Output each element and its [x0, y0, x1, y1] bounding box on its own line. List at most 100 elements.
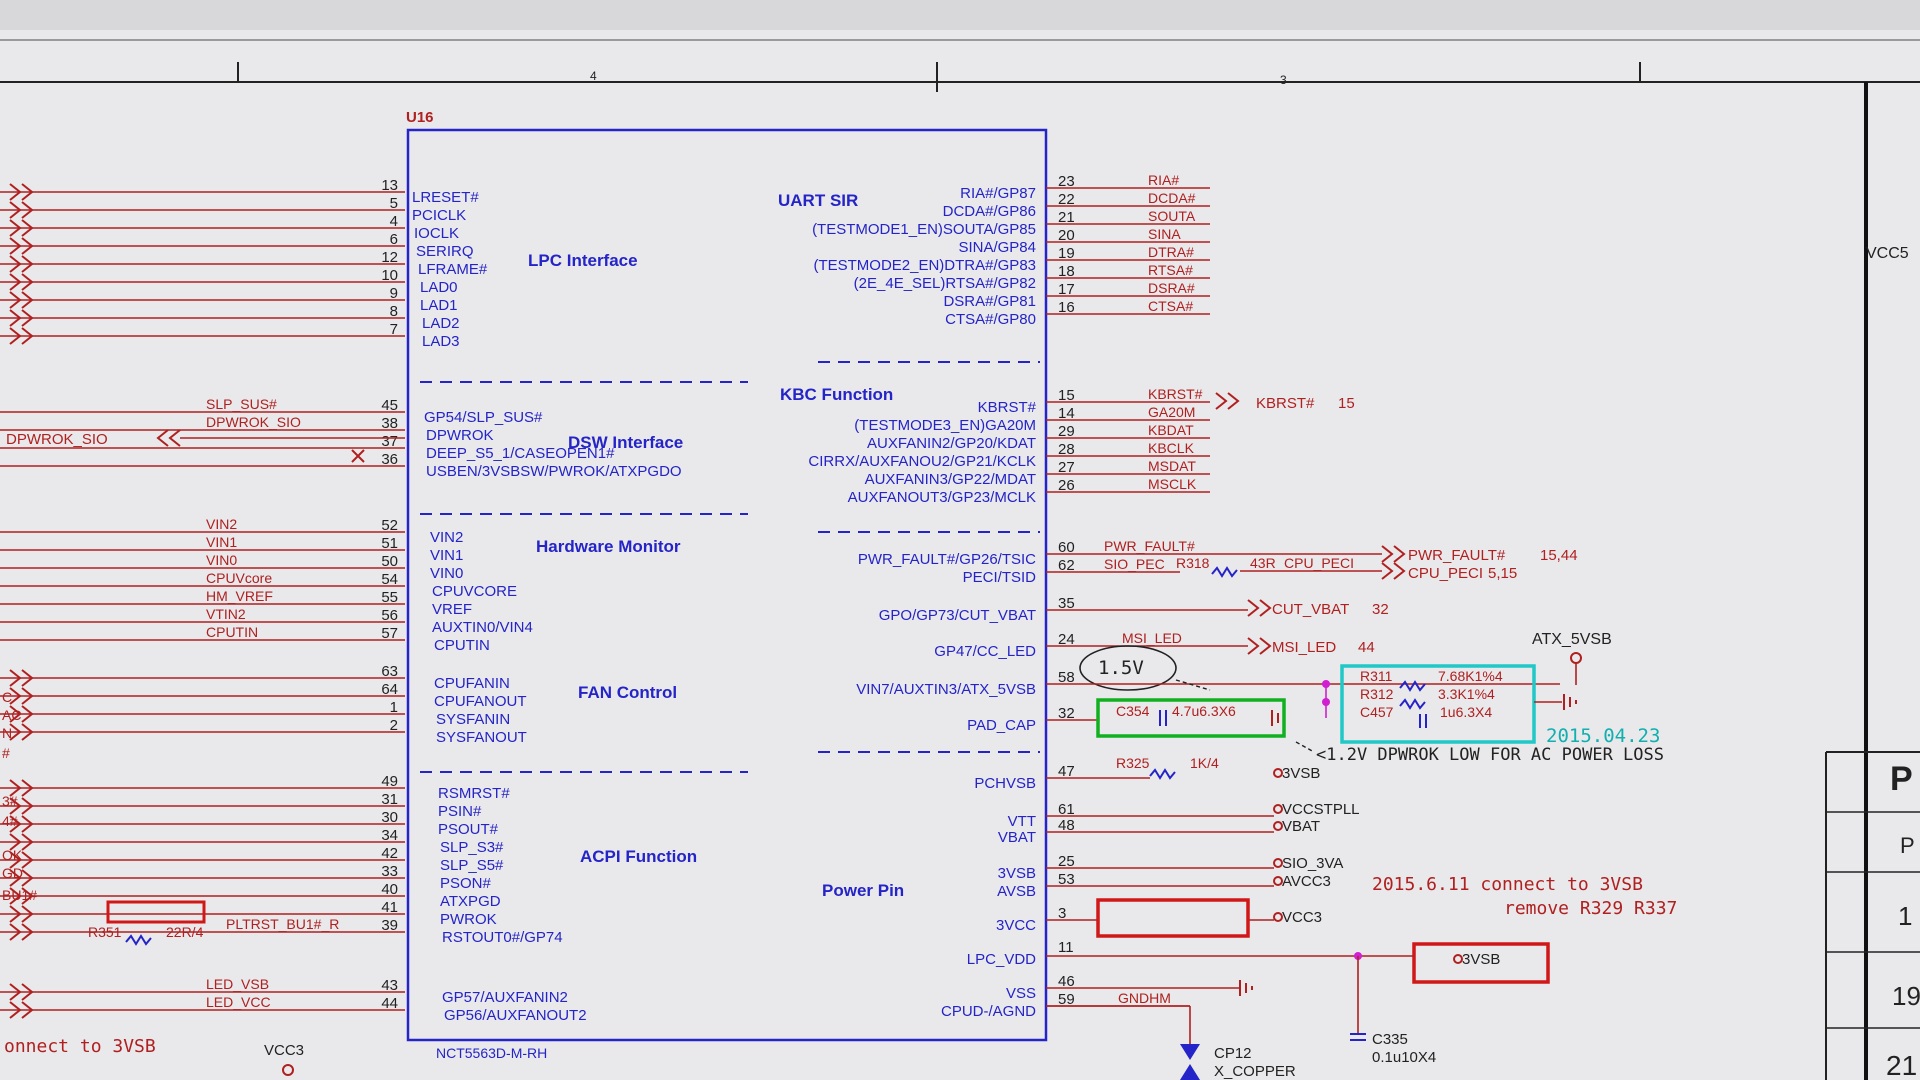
pin-number: 4: [390, 213, 398, 230]
chip-part: NCT5563D-M-RH: [436, 1045, 547, 1061]
screen-top-band: [0, 0, 1920, 30]
net-avcc3: AVCC3: [1282, 873, 1331, 890]
r311-ref: R311: [1360, 668, 1393, 684]
atx-5vsb-label: ATX_5VSB: [1532, 631, 1612, 648]
pin-name: (TESTMODE2_EN)DTRA#/GP83: [813, 257, 1036, 274]
pin-number: 19: [1058, 245, 1075, 262]
resistor-icon: [125, 934, 152, 946]
copper-jumper-icon: [1180, 1044, 1200, 1080]
chip-outline: [406, 128, 1048, 1042]
resistor-icon: [1211, 566, 1238, 578]
pin-number: 31: [381, 791, 398, 808]
note-remove: remove R329 R337: [1504, 898, 1677, 919]
ground-icon: [1563, 694, 1577, 710]
kbrst-arrow-icon: [1215, 392, 1240, 410]
c457-ref: C457: [1360, 704, 1394, 720]
resistor-icon: [1149, 768, 1176, 780]
peci-offpage: CPU_PECI: [1408, 565, 1483, 582]
connector-arrow-icon: [9, 291, 34, 309]
note-leader: [1295, 741, 1315, 753]
pin-number: 46: [1058, 973, 1075, 990]
note-leader: [1175, 679, 1211, 691]
block-lpc: LPC Interface: [528, 251, 638, 270]
block-uart: UART SIR: [778, 191, 858, 210]
msiled-arrow-icon: [1247, 637, 1272, 655]
connector-arrow-icon: [9, 255, 34, 273]
pin-number: 51: [381, 535, 398, 552]
capacitor-icon: [1159, 710, 1167, 726]
resistor-icon: [1399, 698, 1426, 710]
pin-number: 25: [1058, 853, 1075, 870]
pin-name: LAD2: [422, 315, 460, 332]
connector-arrow-icon: [9, 851, 34, 869]
connector-arrow-icon: [9, 309, 34, 327]
pin-name: PCHVSB: [974, 775, 1036, 792]
edge-label: OK: [2, 847, 23, 863]
cutvbat-pages: 32: [1372, 601, 1389, 618]
net-label: CPUVcore: [206, 570, 272, 586]
r312-ref: R312: [1360, 686, 1394, 702]
chip-dividers: [420, 361, 1040, 773]
net-label: VIN2: [206, 516, 237, 532]
net-label: VTIN2: [206, 606, 246, 622]
pin-name: VSS: [1006, 985, 1036, 1002]
pin-name: RSMRST#: [438, 785, 510, 802]
c335-value: 0.1u10X4: [1372, 1049, 1436, 1066]
pin-number: 33: [381, 863, 398, 880]
pin-name: CPUTIN: [434, 637, 490, 654]
pin-number: 54: [381, 571, 398, 588]
pin-name: VIN2: [430, 529, 463, 546]
r311-value: 7.68K1%4: [1438, 668, 1503, 684]
title-block-21: 21: [1886, 1050, 1917, 1080]
pin-number: 5: [390, 195, 398, 212]
capacitor-icon: [1350, 1033, 1366, 1041]
pin-number: 24: [1058, 631, 1075, 648]
pin-name: PSIN#: [438, 803, 482, 820]
connector-arrow-icon: [9, 201, 34, 219]
zone-label-right: 3: [1280, 73, 1287, 87]
voltage-note: 1.5V: [1098, 657, 1144, 679]
title-block-p2: P: [1900, 833, 1915, 858]
pin-number: 2: [390, 717, 398, 734]
pin-number: 12: [381, 249, 398, 266]
pin-number: 53: [1058, 871, 1075, 888]
zone-label-left: 4: [590, 69, 597, 83]
net-label: GA20M: [1148, 404, 1195, 420]
pin-name: CTSA#/GP80: [945, 311, 1036, 328]
pin-number: 61: [1058, 801, 1075, 818]
block-kbc: KBC Function: [780, 385, 893, 404]
kbrst-offpage: KBRST#: [1256, 395, 1315, 412]
pin-name: RIA#/GP87: [960, 185, 1036, 202]
connector-arrow-icon: [9, 983, 34, 1001]
pin-name: GPO/GP73/CUT_VBAT: [879, 607, 1036, 624]
pin-number: 28: [1058, 441, 1075, 458]
net-label: DSRA#: [1148, 280, 1195, 296]
r351-ref: R351: [88, 924, 122, 940]
net-label: DTRA#: [1148, 244, 1194, 260]
pin-number: 8: [390, 303, 398, 320]
pin-name: ATXPGD: [440, 893, 501, 910]
pin-name: PWR_FAULT#/GP26/TSIC: [858, 551, 1036, 568]
pin-number: 38: [381, 415, 398, 432]
pin-name: PECI/TSID: [963, 569, 1037, 586]
pin-name: DPWROK: [426, 427, 494, 444]
r318-value: 43R: [1250, 555, 1276, 571]
